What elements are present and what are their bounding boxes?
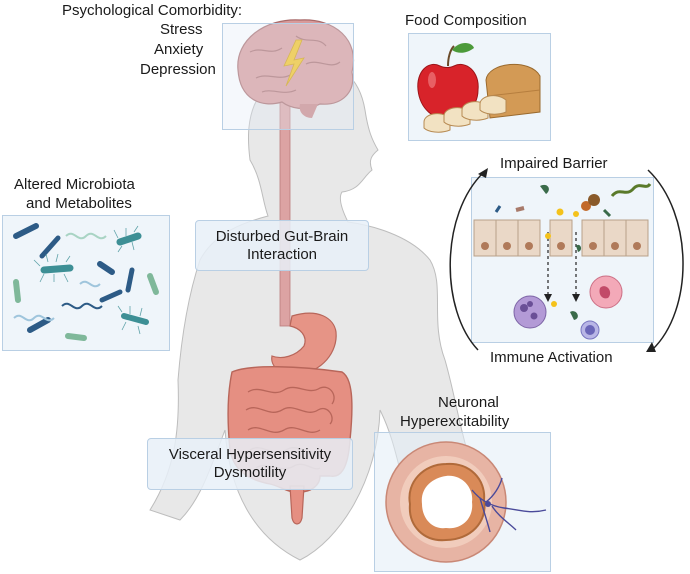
psych-item-depression: Depression — [140, 61, 216, 78]
barrier-label: Impaired Barrier — [500, 155, 608, 172]
neuron-icon — [471, 477, 547, 533]
microbiota-label-line1: Altered Microbiota — [14, 176, 135, 193]
bacterium-icon — [116, 232, 142, 246]
spirochete-icon — [61, 302, 103, 310]
bacterium-icon — [13, 279, 21, 303]
spirochete-icon — [79, 280, 101, 288]
bread-icon — [423, 63, 541, 133]
cycle-arrow-head — [478, 168, 488, 178]
cycle-arrow-left — [449, 171, 485, 351]
cycle-arrow-right — [647, 169, 684, 351]
visceral-line1: Visceral Hypersensitivity — [168, 446, 332, 463]
visceral-box: Visceral Hypersensitivity Dysmotility — [147, 438, 353, 490]
immune-label: Immune Activation — [490, 349, 613, 366]
gut-brain-line2: Interaction — [246, 246, 318, 263]
bacterium-icon — [125, 267, 135, 293]
bacterium-icon — [13, 223, 39, 239]
bacterium-icon — [97, 261, 115, 275]
immune-cell-icon — [513, 295, 547, 329]
bacterium-icon — [27, 317, 51, 333]
immune-cell-icon — [589, 275, 623, 309]
bacterium-icon — [40, 264, 74, 274]
bacterium-icon — [121, 313, 149, 325]
psych-item-anxiety: Anxiety — [154, 41, 204, 58]
neuronal-label-line2: Hyperexcitability — [400, 413, 510, 430]
spirochete-icon — [13, 314, 55, 322]
bacterium-icon — [99, 289, 123, 303]
visceral-line2: Dysmotility — [213, 464, 287, 481]
psych-title: Psychological Comorbidity: — [62, 2, 243, 19]
bacterium-icon — [65, 333, 87, 341]
bacterium-icon — [39, 235, 61, 259]
barrier-panel — [471, 177, 654, 343]
gut-brain-line1: Disturbed Gut-Brain — [215, 228, 349, 245]
epithelial-layer — [473, 219, 649, 257]
bacterium-icon — [147, 273, 159, 295]
rectum — [289, 485, 305, 525]
cycle-arrow-head — [646, 342, 656, 352]
apple-icon — [417, 43, 479, 118]
spirochete-icon — [65, 232, 107, 240]
brain-panel — [222, 23, 354, 130]
food-label: Food Composition — [405, 12, 527, 29]
gut-brain-box: Disturbed Gut-Brain Interaction — [195, 220, 369, 271]
lightning-bolt-icon — [283, 39, 305, 87]
microbiota-label-line2: and Metabolites — [26, 195, 132, 212]
neuronal-label-line1: Neuronal — [438, 394, 499, 411]
psych-item-stress: Stress — [160, 21, 203, 38]
immune-cell-icon — [580, 320, 600, 340]
